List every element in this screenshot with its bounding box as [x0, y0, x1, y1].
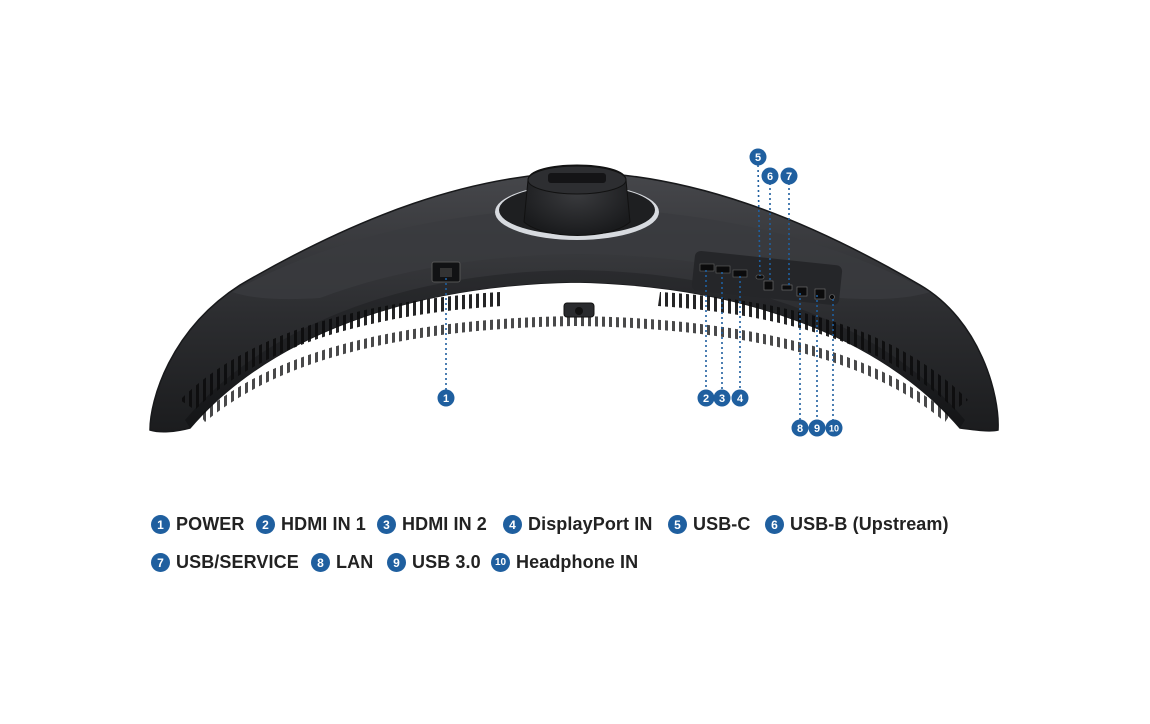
- svg-text:9: 9: [814, 423, 820, 435]
- usb-b-port: [763, 280, 774, 291]
- rear-panel-bump: [232, 208, 930, 300]
- hdmi-1-port: [699, 263, 715, 272]
- vent-row-left: [180, 292, 502, 410]
- callout-4-badge: 4: [731, 389, 749, 407]
- svg-text:8: 8: [797, 423, 803, 435]
- usb-service-port: [781, 284, 793, 291]
- legend-number-badge: 5: [668, 515, 687, 534]
- power-port: [431, 261, 461, 283]
- legend-item-headphone: 10 Headphone IN: [491, 552, 638, 573]
- legend-label: Headphone IN: [516, 552, 639, 572]
- svg-text:3: 3: [719, 393, 725, 405]
- svg-text:10: 10: [829, 424, 839, 434]
- legend-item-usb-service: 7 USB/SERVICE: [151, 552, 299, 573]
- legend-number-badge: 8: [311, 553, 330, 572]
- callout-1-badge: 1: [437, 389, 455, 407]
- svg-text:5: 5: [755, 152, 761, 164]
- legend-item-usb-3: 9 USB 3.0: [387, 552, 481, 573]
- vent-row-front: [200, 316, 950, 422]
- legend-item-power: 1 POWER: [151, 514, 245, 535]
- legend-label: USB-C: [693, 514, 751, 534]
- callout-6-badge: 6: [761, 167, 779, 185]
- callout-8-badge: 8: [791, 419, 809, 437]
- monitor-body: [149, 171, 999, 433]
- io-port-cluster: [691, 250, 843, 306]
- legend-number-badge: 10: [491, 553, 510, 572]
- hdmi-2-port: [715, 265, 731, 274]
- callout-2-badge: 2: [697, 389, 715, 407]
- monitor-stand: [495, 164, 659, 318]
- legend-label: HDMI IN 1: [281, 514, 366, 534]
- headphone-port: [829, 294, 835, 300]
- svg-text:6: 6: [767, 171, 773, 183]
- svg-text:7: 7: [786, 171, 792, 183]
- legend-label: USB/SERVICE: [176, 552, 299, 572]
- callout-7-badge: 7: [780, 167, 798, 185]
- legend-item-lan: 8 LAN: [311, 552, 373, 573]
- callout-9-badge: 9: [808, 419, 826, 437]
- callout-3-badge: 3: [713, 389, 731, 407]
- legend-label: USB 3.0: [412, 552, 481, 572]
- legend-number-badge: 2: [256, 515, 275, 534]
- svg-text:1: 1: [443, 393, 449, 405]
- legend-item-hdmi-2: 3 HDMI IN 2: [377, 514, 487, 535]
- legend-number-badge: 1: [151, 515, 170, 534]
- legend-number-badge: 9: [387, 553, 406, 572]
- callout-5-badge: 5: [749, 148, 767, 166]
- legend-number-badge: 3: [377, 515, 396, 534]
- usb-3-port: [814, 288, 826, 300]
- legend-number-badge: 7: [151, 553, 170, 572]
- svg-text:2: 2: [703, 393, 709, 405]
- leader-lines: [445, 164, 834, 420]
- legend-item-usb-c: 5 USB-C: [668, 514, 751, 535]
- legend-label: USB-B (Upstream): [790, 514, 949, 534]
- legend-item-hdmi-1: 2 HDMI IN 1: [256, 514, 366, 535]
- legend-item-displayport: 4 DisplayPort IN: [503, 514, 652, 535]
- legend-number-badge: 6: [765, 515, 784, 534]
- lan-port: [796, 286, 808, 297]
- legend-label: LAN: [336, 552, 374, 572]
- legend-label: POWER: [176, 514, 245, 534]
- legend-number-badge: 4: [503, 515, 522, 534]
- legend-item-usb-b: 6 USB-B (Upstream): [765, 514, 949, 535]
- legend-label: DisplayPort IN: [528, 514, 653, 534]
- vent-row-right: [658, 292, 968, 410]
- diagram-callouts: 1 2 3 4 5 6 7 8 9 10: [437, 148, 843, 437]
- callout-10-badge: 10: [825, 419, 843, 437]
- legend-label: HDMI IN 2: [402, 514, 487, 534]
- svg-text:4: 4: [737, 393, 744, 405]
